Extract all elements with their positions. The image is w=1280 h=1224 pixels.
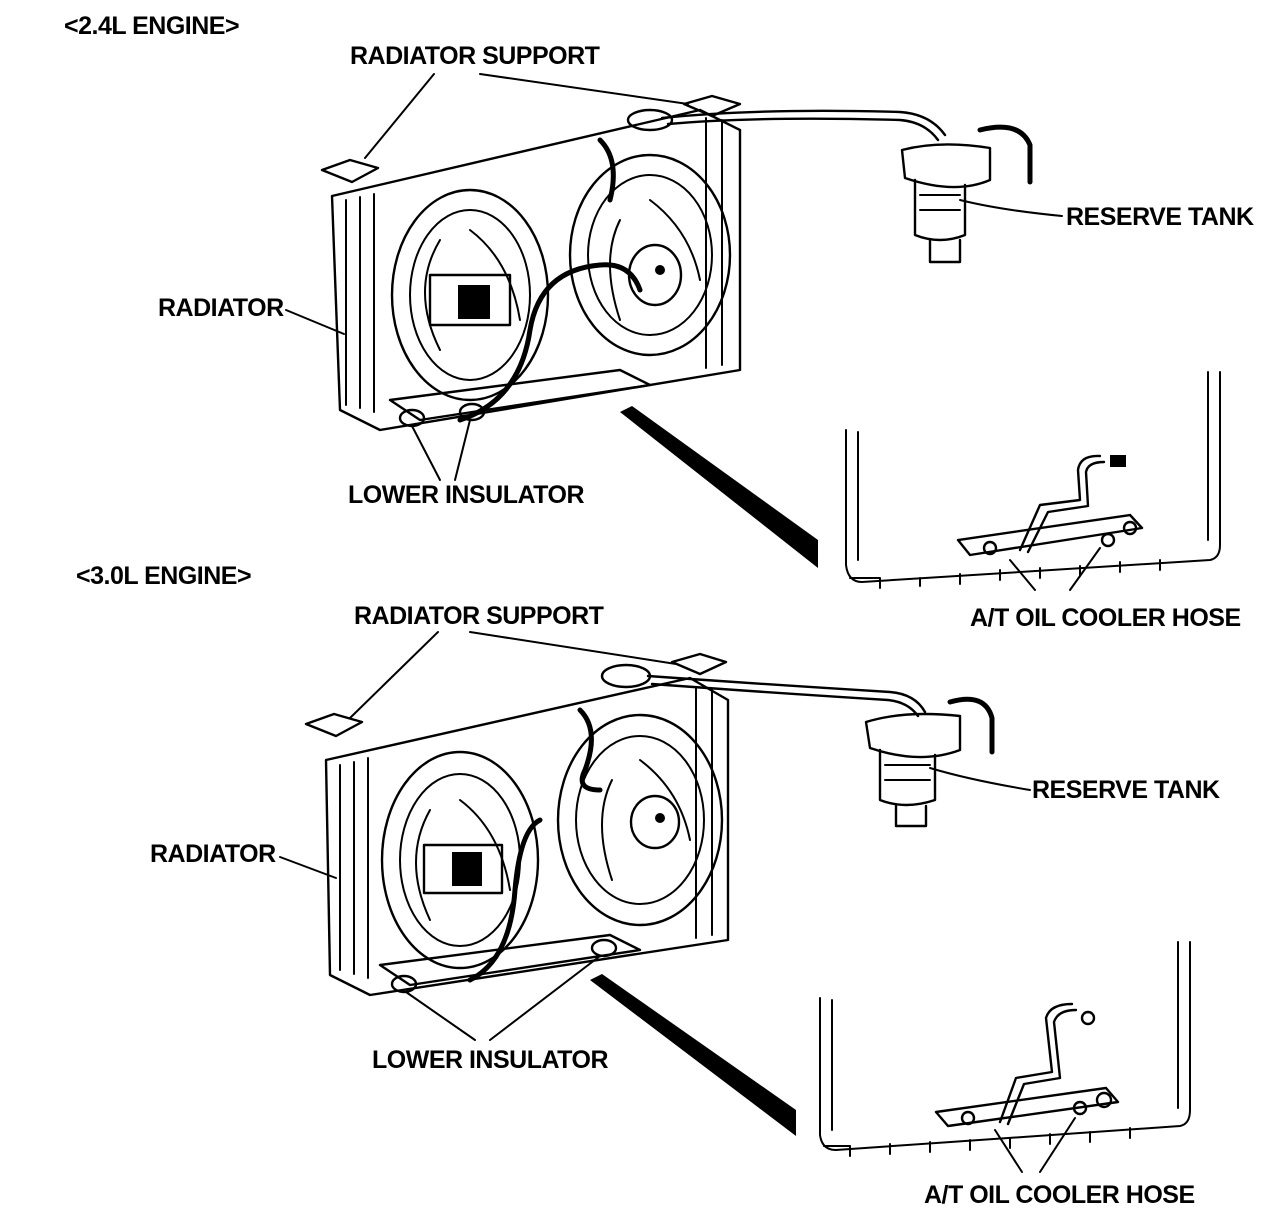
leader-radiator xyxy=(279,856,337,879)
label-lower-insulator: LOWER INSULATOR xyxy=(372,1046,608,1074)
lower-insulator-right xyxy=(458,402,486,422)
leader-reserve-tank xyxy=(929,767,1031,791)
label-radiator-support: RADIATOR SUPPORT xyxy=(354,602,604,630)
radiator-side-tank xyxy=(345,193,375,413)
label-oil-cooler-hose: A/T OIL COOLER HOSE xyxy=(970,604,1241,632)
lower-hose xyxy=(467,817,543,983)
reserve-tank-hose xyxy=(947,696,995,755)
lower-insulator-right xyxy=(590,938,618,958)
label-radiator: RADIATOR xyxy=(158,294,284,322)
overflow-hose xyxy=(646,674,927,714)
leader-oil-cooler-hose xyxy=(994,1117,1076,1173)
upper-hose xyxy=(597,137,616,203)
leader-radiator-support xyxy=(349,631,677,719)
label-radiator: RADIATOR xyxy=(150,840,276,868)
radiator-support-bracket-left xyxy=(304,712,364,738)
oil-cooler-pipe xyxy=(956,513,1144,557)
reserve-tank-hose xyxy=(977,124,1033,185)
reserve-tank-2-4l xyxy=(900,124,1033,264)
radiator-cap xyxy=(600,663,652,689)
reserve-tank-3-0l xyxy=(864,696,995,828)
oil-cooler-pipe xyxy=(934,1086,1120,1128)
section-heading-3-0l: <3.0L ENGINE> xyxy=(76,562,251,590)
leader-reserve-tank xyxy=(959,199,1063,217)
label-reserve-tank: RESERVE TANK xyxy=(1066,203,1254,231)
label-oil-cooler-hose: A/T OIL COOLER HOSE xyxy=(924,1181,1195,1209)
overflow-hose xyxy=(660,109,947,137)
section-3-0l: <3.0L ENGINE> xyxy=(76,562,1221,1209)
cooling-fan-right xyxy=(568,153,732,357)
label-radiator-support: RADIATOR SUPPORT xyxy=(350,42,600,70)
detail-pointer xyxy=(620,406,818,568)
cooling-fan-left xyxy=(390,188,550,402)
radiator-assembly-2-4l xyxy=(320,94,742,432)
detail-inset-2-4l xyxy=(845,371,1221,591)
leader-lower-insulator xyxy=(411,419,471,481)
radiator-support-bracket-left xyxy=(320,158,380,184)
detail-inset-3-0l xyxy=(819,941,1191,1173)
lower-hose xyxy=(457,262,643,423)
cooling-fan-left xyxy=(380,750,540,970)
leader-radiator xyxy=(285,309,345,335)
leader-lower-insulator xyxy=(405,955,601,1041)
leader-oil-cooler-hose xyxy=(1009,547,1101,591)
cooling-fan-right xyxy=(556,713,724,927)
leader-radiator-support xyxy=(364,73,689,159)
lower-insulator-left xyxy=(390,974,418,994)
radiator-assembly-3-0l xyxy=(304,652,730,997)
section-heading-2-4l: <2.4L ENGINE> xyxy=(64,12,239,40)
radiator-core xyxy=(330,108,742,432)
upper-hose xyxy=(577,707,603,793)
label-lower-insulator: LOWER INSULATOR xyxy=(348,481,584,509)
radiator-support-bracket-right xyxy=(670,652,728,676)
radiator-side-tank-right xyxy=(705,117,723,369)
label-reserve-tank: RESERVE TANK xyxy=(1032,776,1220,804)
detail-pointer xyxy=(590,974,796,1136)
radiator-cap xyxy=(626,108,674,132)
section-2-4l: <2.4L ENGINE> xyxy=(64,12,1255,632)
